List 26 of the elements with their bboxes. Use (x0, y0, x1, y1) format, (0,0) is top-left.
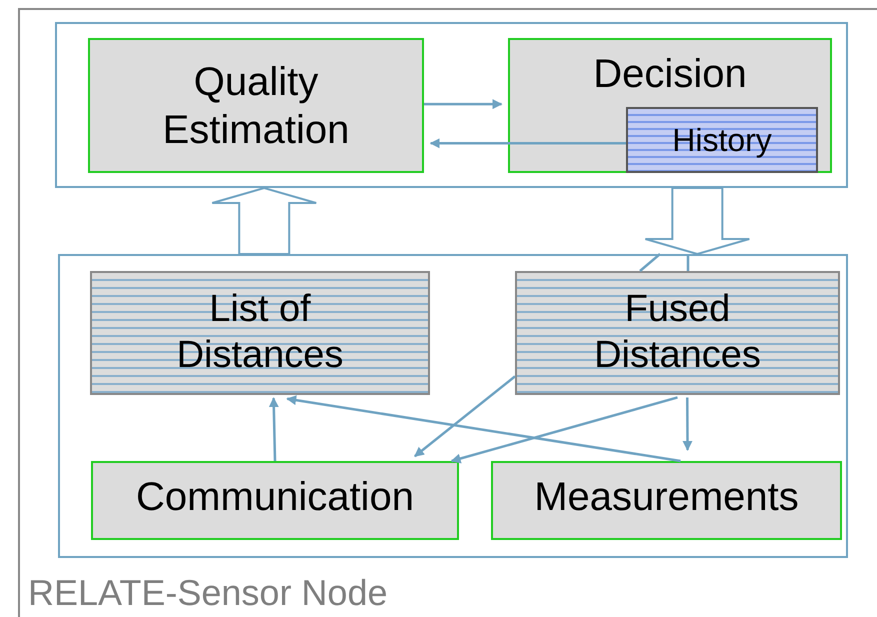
node-label: History (671, 120, 773, 160)
arrow (286, 395, 681, 462)
process-box (91, 461, 459, 540)
arrow (414, 375, 516, 458)
node-label: Communication (135, 474, 415, 521)
node-label: List of Distances (176, 287, 344, 378)
arrow (424, 99, 503, 110)
process-box (90, 271, 430, 395)
process-box (88, 38, 424, 173)
block-arrow (211, 186, 318, 255)
process-box (491, 461, 842, 540)
process-box (508, 38, 832, 173)
node-label: Measurements (533, 474, 800, 521)
container-box (55, 22, 848, 188)
process-box (626, 107, 818, 173)
arrow (450, 396, 678, 464)
node-label: Quality Estimation (162, 58, 350, 154)
container-box (58, 254, 848, 558)
caption: RELATE-Sensor Node (28, 572, 388, 614)
process-box (515, 271, 840, 395)
arrow (682, 397, 692, 451)
arrow (268, 397, 279, 462)
arrow (430, 138, 626, 148)
node-label: Fused Distances (593, 287, 762, 378)
node-label: Decision (592, 51, 748, 98)
block-arrow (644, 187, 750, 256)
